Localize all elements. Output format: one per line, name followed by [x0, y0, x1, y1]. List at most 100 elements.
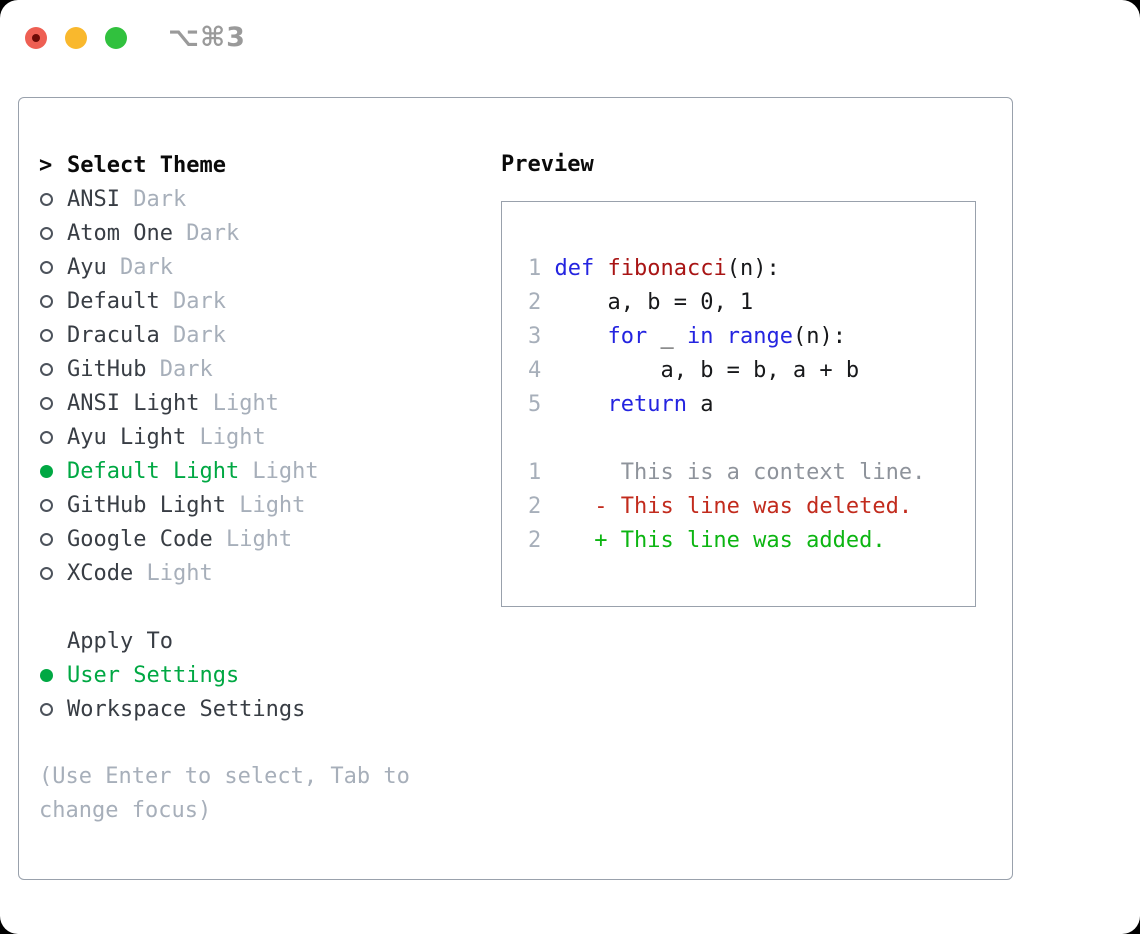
radio-icon	[39, 532, 67, 546]
theme-option[interactable]: GitHub Light Light	[39, 488, 489, 522]
line-number: 3	[528, 323, 542, 349]
apply-to-option[interactable]: Workspace Settings	[39, 692, 489, 726]
theme-option[interactable]: Google Code Light	[39, 522, 489, 556]
code-line: 5 return a	[528, 387, 975, 421]
zoom-button[interactable]	[105, 27, 127, 49]
option-label: Atom One	[67, 220, 173, 246]
code-segment: a, b = 0, 1	[554, 289, 754, 315]
radio-selected-icon	[39, 464, 67, 478]
radio-icon	[39, 328, 67, 342]
help-line: change focus)	[39, 798, 212, 823]
spacer-row	[39, 590, 489, 624]
theme-option[interactable]: Default Light Light	[39, 454, 489, 488]
cursor-icon: >	[39, 152, 53, 178]
code-segment: for	[607, 323, 648, 349]
option-label: Ayu Light	[67, 424, 187, 450]
line-number: 5	[528, 391, 542, 417]
option-label: Default	[67, 288, 160, 314]
option-label: Workspace Settings	[67, 696, 306, 722]
code-line: 1 def fibonacci(n):	[528, 251, 975, 285]
line-number: 4	[528, 357, 542, 383]
option-label: ANSI	[67, 186, 120, 212]
code-line: 4 a, b = b, a + b	[528, 353, 975, 387]
window-title: ⌥⌘3	[168, 22, 246, 53]
code-segment	[594, 256, 607, 281]
code-segment: (n):	[726, 255, 780, 281]
option-variant-label: Light	[225, 492, 306, 518]
theme-option[interactable]: XCode Light	[39, 556, 489, 590]
theme-option[interactable]: Ayu Light Light	[39, 420, 489, 454]
code-segment: _	[647, 323, 687, 349]
option-variant-label: Dark	[119, 186, 187, 212]
code-segment: in	[686, 323, 714, 349]
option-variant-label: Dark	[172, 220, 240, 246]
select-theme-title: Select Theme	[67, 152, 226, 178]
option-label: User Settings	[67, 662, 240, 688]
option-variant-label: Light	[212, 526, 293, 552]
theme-option[interactable]: GitHub Dark	[39, 352, 489, 386]
code-segment: a	[686, 391, 714, 417]
radio-icon	[39, 702, 67, 716]
option-label: GitHub Light	[67, 492, 226, 518]
preview-column: Preview 1 def fibonacci(n):2 a, b = 0, 1…	[501, 148, 976, 607]
option-variant-label: Dark	[159, 322, 226, 348]
radio-icon	[39, 192, 67, 206]
help-text: (Use Enter to select, Tab to change focus…	[39, 760, 489, 828]
code-segment	[713, 324, 726, 349]
code-segment: (n):	[792, 323, 846, 349]
minimize-button[interactable]	[65, 27, 87, 49]
line-number: 2	[528, 527, 542, 553]
theme-option[interactable]: Atom One Dark	[39, 216, 489, 250]
diff-text: This is a context line.	[541, 459, 926, 485]
code-segment: return	[607, 391, 687, 417]
radio-icon	[39, 260, 67, 274]
option-variant-label: Light	[133, 560, 213, 586]
radio-icon	[39, 430, 67, 444]
code-segment: range	[726, 323, 793, 349]
option-label: Dracula	[67, 322, 160, 348]
theme-option[interactable]: Ayu Dark	[39, 250, 489, 284]
code-segment: a, b = b, a + b	[554, 357, 860, 383]
diff-line: 2 + This line was added.	[528, 523, 975, 557]
code-segment: def	[554, 255, 595, 281]
theme-option[interactable]: Dracula Dark	[39, 318, 489, 352]
option-variant-label: Light	[199, 390, 279, 416]
spacer-row	[39, 726, 489, 760]
option-label: ANSI Light	[67, 390, 200, 416]
diff-text: - This line was deleted.	[541, 493, 913, 519]
radio-icon	[39, 294, 67, 308]
option-variant-label: Dark	[106, 254, 173, 280]
diff-preview: 1 This is a context line.2 - This line w…	[528, 455, 975, 557]
code-segment	[555, 324, 608, 349]
option-variant-label: Light	[239, 458, 319, 484]
cursor-cell: >	[39, 153, 67, 178]
diff-line: 1 This is a context line.	[528, 455, 975, 489]
preview-title: Preview	[501, 152, 594, 177]
radio-icon	[39, 396, 67, 410]
apply-to-option[interactable]: User Settings	[39, 658, 489, 692]
option-variant-label: Dark	[146, 356, 213, 382]
option-label: GitHub	[67, 356, 147, 382]
code-line: 3 for _ in range(n):	[528, 319, 975, 353]
theme-option[interactable]: Default Dark	[39, 284, 489, 318]
diff-line: 2 - This line was deleted.	[528, 489, 975, 523]
code-line: 2 a, b = 0, 1	[528, 285, 975, 319]
help-line: (Use Enter to select, Tab to	[39, 764, 410, 789]
theme-option[interactable]: ANSI Light Light	[39, 386, 489, 420]
option-label: Default Light	[67, 458, 240, 484]
option-variant-label: Dark	[159, 288, 226, 314]
close-button[interactable]	[25, 27, 47, 49]
spacer-row	[528, 421, 975, 455]
diff-text: + This line was added.	[541, 527, 886, 553]
option-label: XCode	[67, 560, 134, 586]
line-number: 2	[528, 493, 542, 519]
apply-to-title: Apply To	[67, 628, 173, 654]
theme-option[interactable]: ANSI Dark	[39, 182, 489, 216]
